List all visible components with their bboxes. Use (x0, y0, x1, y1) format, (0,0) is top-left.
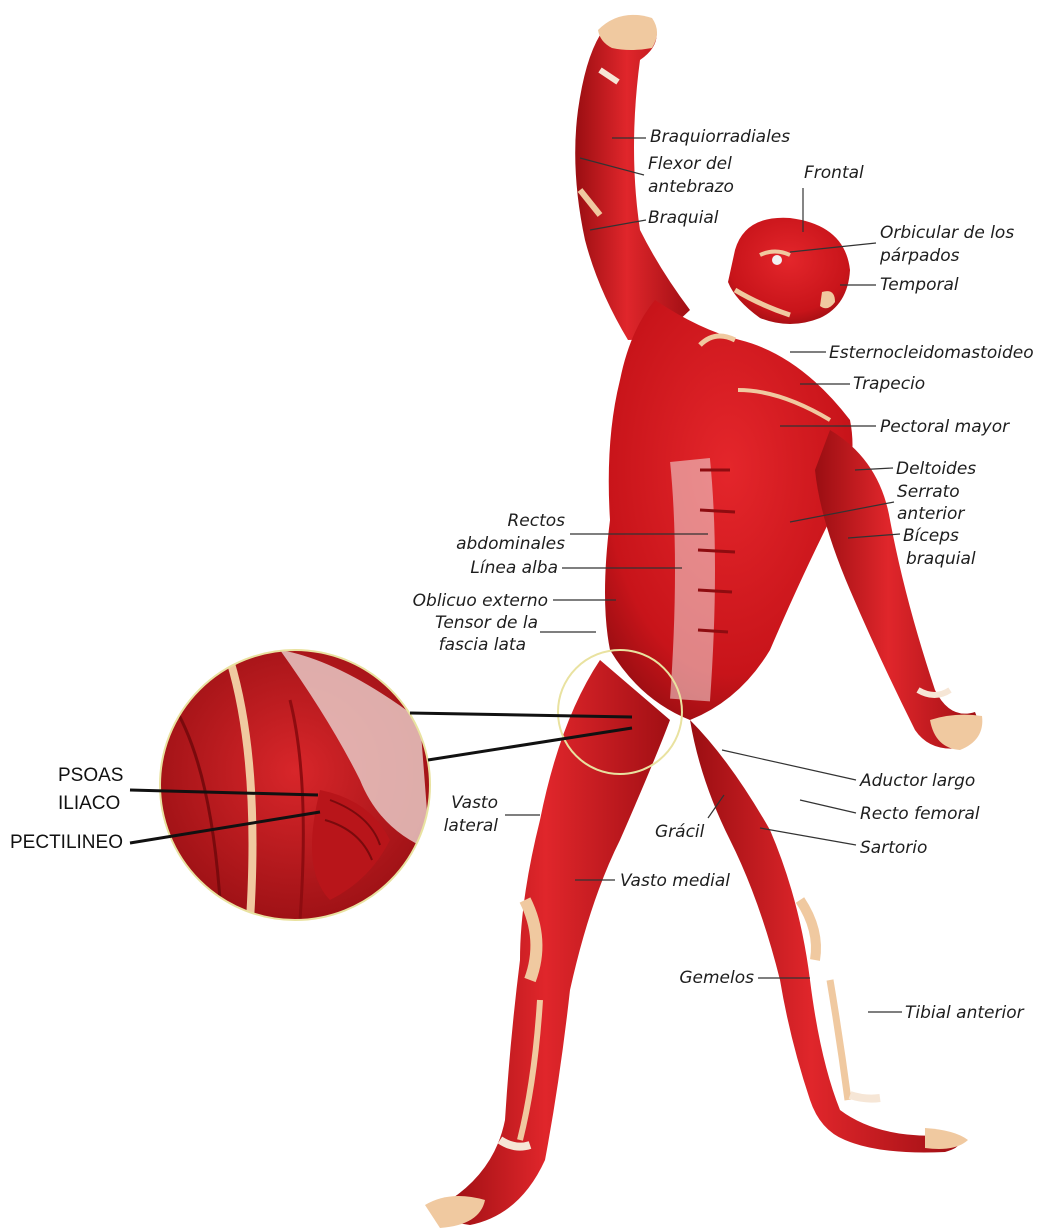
label-sartorio: Sartorio (860, 837, 927, 859)
zoom-label-iliaco: ILIACO (58, 792, 120, 816)
label-rectos-line1: Rectos (507, 510, 565, 532)
label-deltoides: Deltoides (896, 458, 976, 480)
zoom-label-pectilineo: PECTILINEO (10, 831, 123, 855)
leader-aductor (722, 750, 856, 780)
label-vasto-lateral-line2: lateral (444, 815, 498, 837)
zoom-magnifier (160, 650, 430, 920)
label-trapecio: Trapecio (853, 373, 925, 395)
label-tibial-anterior: Tibial anterior (905, 1002, 1024, 1024)
label-rectos-line2: abdominales (456, 533, 565, 555)
label-vasto-lateral-line1: Vasto (451, 792, 498, 814)
label-esternocleidomastoideo: Esternocleidomastoideo (829, 342, 1034, 364)
label-serrato-line1: Serrato (897, 481, 960, 503)
label-orbicular-line1: Orbicular de los (880, 222, 1014, 244)
label-flexor-line2: antebrazo (648, 176, 734, 198)
label-gracil: Grácil (655, 821, 704, 843)
label-tensor-line1: Tensor de la (435, 612, 538, 634)
label-aductor-largo: Aductor largo (860, 770, 975, 792)
label-gemelos: Gemelos (679, 967, 754, 989)
label-flexor-line1: Flexor del (648, 153, 732, 175)
label-pectoral-mayor: Pectoral mayor (880, 416, 1009, 438)
leader-recto-femoral (800, 800, 856, 813)
label-serrato-line2: anterior (897, 503, 964, 525)
label-tensor-line2: fascia lata (439, 634, 526, 656)
label-biceps-line1: Bíceps (903, 525, 959, 547)
label-temporal: Temporal (880, 274, 959, 296)
label-biceps-line2: braquial (906, 548, 976, 570)
head (728, 218, 850, 324)
label-vasto-medial: Vasto medial (620, 870, 730, 892)
label-linea-alba: Línea alba (470, 557, 558, 579)
zoom-label-psoas: PSOAS (58, 764, 123, 788)
label-orbicular-line2: párpados (880, 245, 959, 267)
legs (425, 660, 968, 1228)
label-frontal: Frontal (804, 162, 864, 184)
label-recto-femoral: Recto femoral (860, 803, 980, 825)
label-braquial: Braquial (648, 207, 719, 229)
label-braquiorradiales: Braquiorradiales (650, 126, 790, 148)
torso (605, 300, 853, 720)
label-oblicuo-externo: Oblicuo externo (413, 590, 548, 612)
